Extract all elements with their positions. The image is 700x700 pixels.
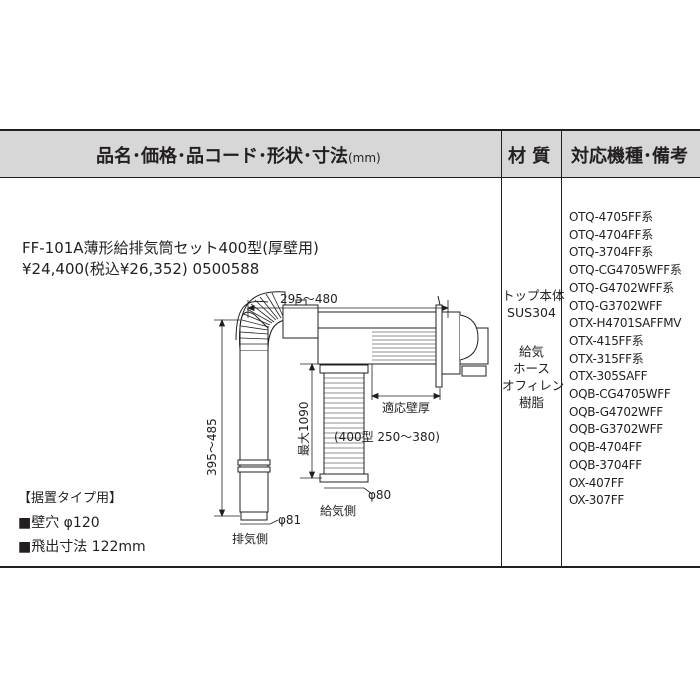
- column-divider-1: [501, 130, 502, 567]
- header-compatible-models: 対応機種･備考: [571, 146, 688, 167]
- protrusion-spec: ■飛出寸法 122mm: [18, 539, 146, 555]
- material-top-body-label: トップ本体: [502, 288, 565, 303]
- model-item: OTQ-3704FF系: [569, 245, 653, 260]
- phi81-label: φ81: [278, 513, 301, 527]
- dim-max-label: 最大1090: [297, 401, 311, 456]
- model-item: OTX-305SAFF: [569, 369, 648, 384]
- header-product-label: 品名･価格･品コード･形状･寸法: [96, 146, 348, 167]
- model-item: OTX-H4701SAFFMV: [569, 316, 682, 331]
- compatible-models-list: OTQ-4705FF系 OTQ-4704FF系 OTQ-3704FF系 OTQ-…: [569, 209, 682, 510]
- model-range-label: (400型 250～380): [334, 430, 440, 444]
- intake-hose: [319, 363, 369, 483]
- model-item: OQB-4704FF: [569, 440, 642, 455]
- material-hose-line-1: 給気: [518, 344, 544, 359]
- vent-pipe-drawing: 295～480 395～485 最大1090 適応壁厚 (400型 250～38…: [205, 291, 489, 546]
- header-unit: (mm): [348, 151, 381, 165]
- material-hose-line-4: 樹脂: [518, 395, 544, 410]
- product-price-code: ¥24,400(税込¥26,352) 0500588: [22, 260, 260, 278]
- exhaust-side-label: 排気側: [232, 531, 268, 546]
- model-item: OQB-G4702WFF: [569, 404, 663, 419]
- dim-vertical-label: 395～485: [205, 418, 219, 476]
- model-item: OTX-315FF系: [569, 351, 644, 366]
- table-header-band: [0, 130, 700, 178]
- table-top-rule: [0, 129, 700, 131]
- install-type-title: 【据置タイプ用】: [18, 491, 123, 506]
- wall-thickness-label: 適応壁厚: [382, 400, 430, 415]
- header-product-info: 品名･価格･品コード･形状･寸法(mm): [96, 142, 381, 168]
- product-name: FF-101A薄形給排気筒セット400型(厚壁用): [22, 239, 319, 257]
- wall-top-cap: [435, 295, 487, 388]
- model-item: OX-307FF: [569, 493, 624, 508]
- column-divider-2: [561, 130, 562, 567]
- material-top-body-value: SUS304: [507, 305, 556, 320]
- material-column: トップ本体 SUS304 給気 ホース オフィレン 樹脂: [502, 287, 565, 411]
- corrugated-elbow: [235, 291, 286, 351]
- intake-side-label: 給気側: [320, 503, 356, 518]
- dim-horizontal-label: 295～480: [280, 292, 338, 306]
- model-item: OX-407FF: [569, 475, 624, 490]
- model-item: OTQ-G4702WFF系: [569, 280, 674, 295]
- wall-hole-spec: ■壁穴 φ120: [18, 515, 100, 531]
- material-hose-line-3: オフィレン: [502, 378, 565, 393]
- exhaust-pipe: [237, 349, 271, 521]
- model-item: OQB-G3702WFF: [569, 422, 663, 437]
- model-item: OTQ-4704FF系: [569, 227, 653, 242]
- phi80-label: φ80: [368, 488, 391, 502]
- table-bottom-rule: [0, 566, 700, 568]
- model-item: OTX-415FF系: [569, 333, 644, 348]
- model-item: OTQ-CG4705WFF系: [569, 263, 682, 278]
- model-item: OQB-3704FF: [569, 457, 642, 472]
- model-item: OQB-CG4705WFF: [569, 387, 671, 402]
- model-item: OTQ-G3702WFF: [569, 298, 663, 313]
- header-material: 材 質: [508, 146, 551, 167]
- table-header-rule: [0, 177, 700, 178]
- dimension-lines: [214, 300, 450, 525]
- model-item: OTQ-4705FF系: [569, 210, 653, 224]
- material-hose-line-2: ホース: [513, 361, 550, 376]
